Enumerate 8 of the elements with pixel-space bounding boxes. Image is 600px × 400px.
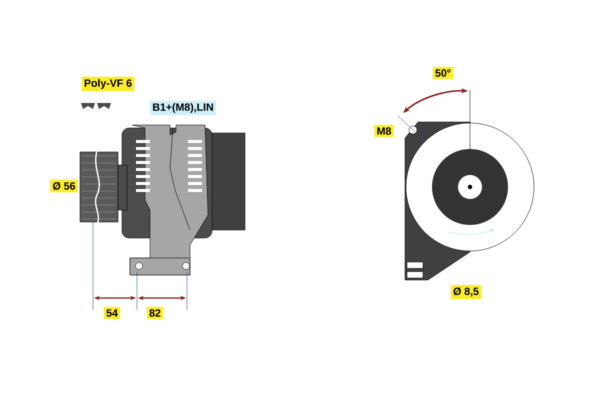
dimension-label: 54 [104,306,120,320]
dimension-label: Ø 56 [50,180,78,192]
dimension-label: Poly-VF 6 [82,76,134,92]
dimension-label: 50° [432,66,454,80]
dimension-label: 82 [146,306,164,320]
dimension-label: B1+(M8),LIN [150,100,216,116]
dimension-label: Ø 8,5 [450,285,482,299]
dimension-label: M8 [374,124,394,138]
